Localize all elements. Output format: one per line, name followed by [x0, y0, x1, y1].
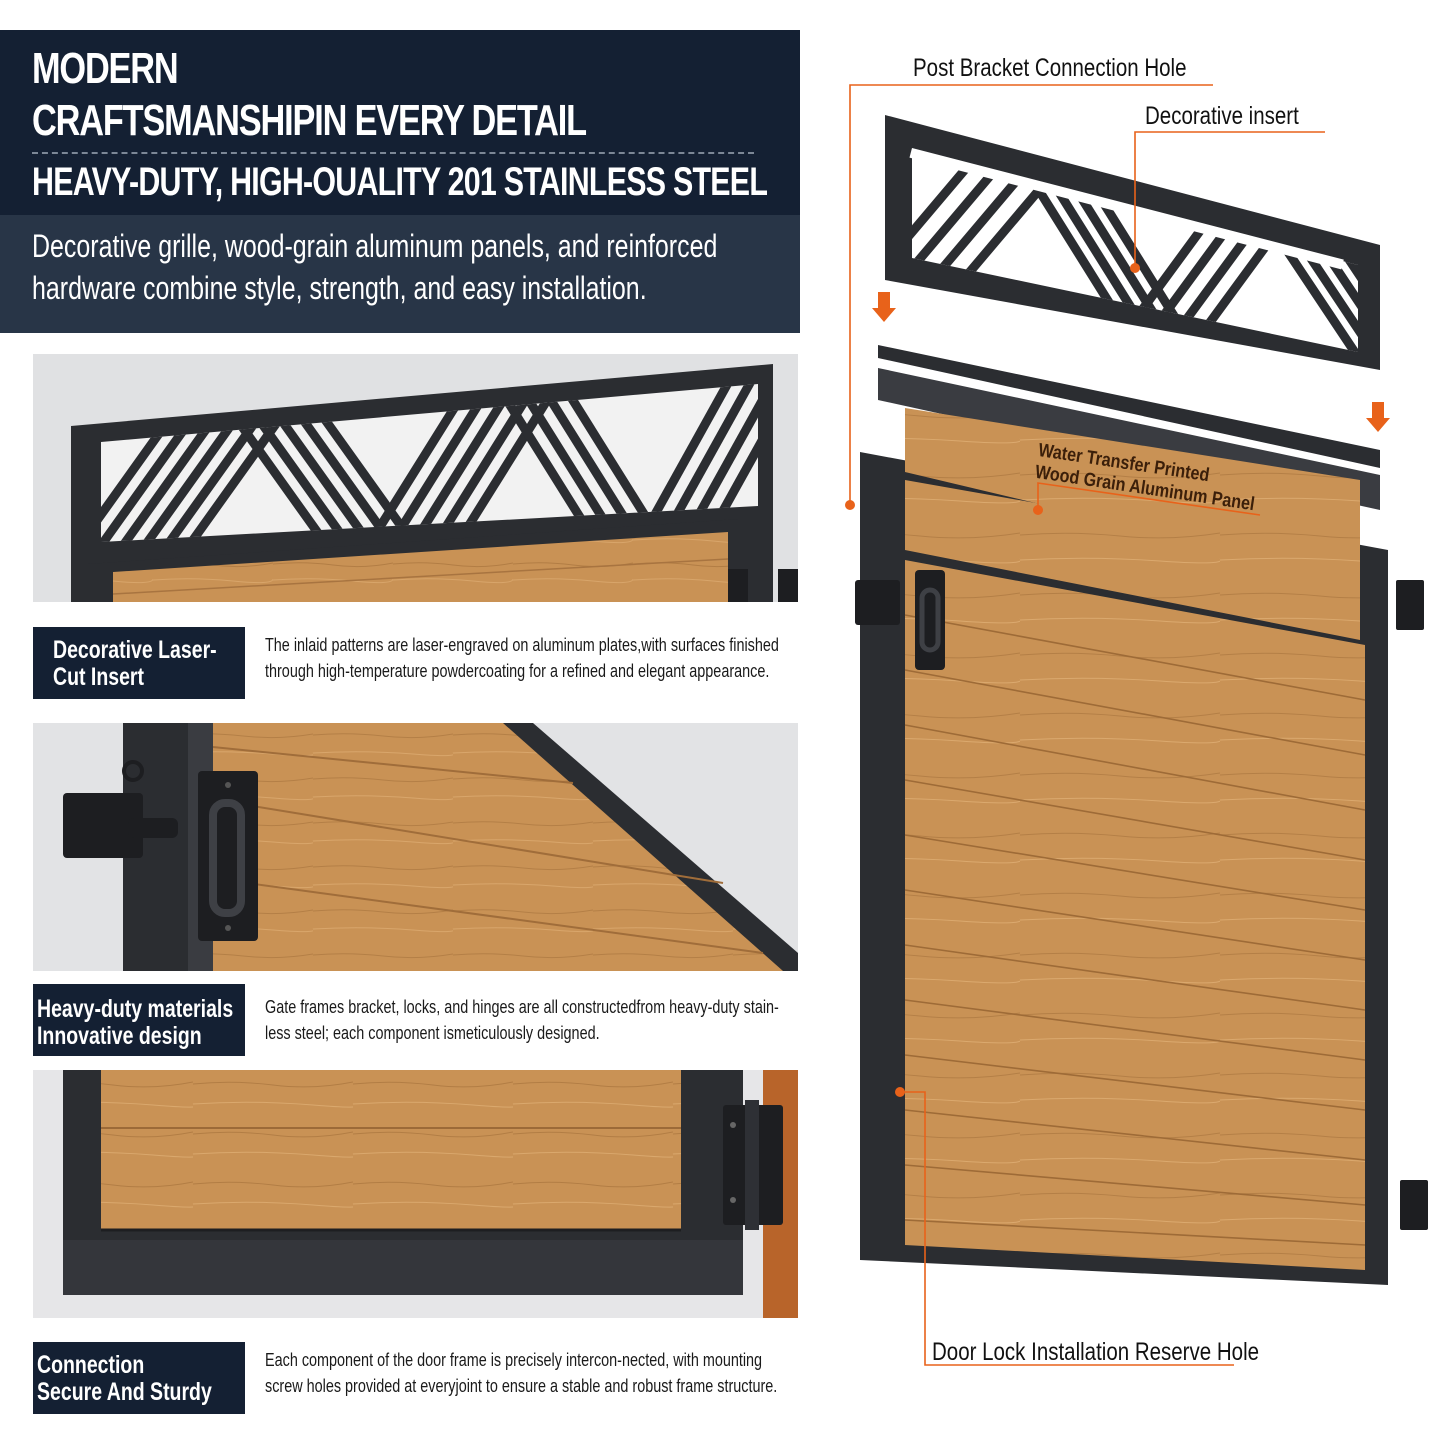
feature-label-line2: Innovative design [37, 1022, 202, 1050]
header-description-line2: hardware combine style, strength, and ea… [32, 270, 647, 306]
photo-lock-handle [33, 723, 798, 971]
feature-label-line1: Heavy-duty materials [37, 995, 234, 1023]
feature-description-line1: Each component of the door frame is prec… [265, 1350, 763, 1370]
callout-dot [1130, 263, 1140, 273]
feature-label-line2: Secure And Sturdy [37, 1378, 212, 1406]
callout-post-bracket: Post Bracket Connection Hole [913, 54, 1187, 82]
feature-description-line2: less steel; each component ismeticulousl… [265, 1023, 600, 1043]
callout-dot [845, 500, 855, 510]
top-bracket-rail [878, 345, 1380, 468]
feature-description-connection: Each component of the door frame is prec… [265, 1347, 777, 1399]
top-wood-panel [905, 408, 1360, 580]
feature-description-heavy-duty: Gate frames bracket, locks, and hinges a… [265, 994, 779, 1046]
header-description-band [0, 215, 800, 333]
feature-description-line2: through high-temperature powdercoating f… [265, 661, 770, 681]
hinge-icon [1400, 1180, 1428, 1230]
down-arrow-icon [1366, 402, 1390, 432]
callout-decorative-insert: Decorative insert [1145, 102, 1299, 130]
callout-dot [1033, 505, 1043, 515]
photo-frame-connection [33, 1070, 798, 1318]
feature-label-line1: Connection [37, 1351, 145, 1379]
main-wood-panel [905, 560, 1365, 1270]
feature-description-line1: The inlaid patterns are laser-engraved o… [265, 635, 779, 655]
header-divider [32, 152, 754, 154]
feature-description-line2: screw holes provided at everyjoint to en… [265, 1376, 778, 1396]
feature-label-line1: Decorative Laser- [53, 636, 217, 664]
panel-grooves [904, 614, 1366, 1246]
feature-label-heavy-duty: Heavy-duty materials Innovative design [33, 984, 245, 1056]
feature-label-laser-cut: Decorative Laser- Cut Insert [33, 627, 245, 699]
page-title-line2: CRAFTSMANSHIPIN EVERY DETAIL [32, 96, 587, 145]
feature-description-laser-cut: The inlaid patterns are laser-engraved o… [265, 632, 779, 684]
callout-leaders [849, 84, 1325, 1366]
gate-exploded-diagram [845, 84, 1428, 1366]
second-wood-panel [905, 480, 1360, 640]
decorative-insert-frame [885, 115, 1380, 370]
feature-label-connection: Connection Secure And Sturdy [33, 1342, 245, 1414]
photo-decorative-insert [33, 354, 798, 602]
material-subtitle: HEAVY-DUTY, HIGH-OUALITY 201 STAINLESS S… [32, 160, 768, 204]
callout-dot [895, 1087, 905, 1097]
down-arrow-icon [872, 292, 896, 322]
header-description-line1: Decorative grille, wood-grain aluminum p… [32, 228, 718, 264]
feature-description-line1: Gate frames bracket, locks, and hinges a… [265, 997, 779, 1017]
gate-latch-icon [855, 580, 900, 625]
hinge-icon [1396, 580, 1424, 630]
page-title-line1: MODERN [32, 44, 179, 93]
callout-door-lock-hole: Door Lock Installation Reserve Hole [932, 1338, 1260, 1366]
feature-label-line2: Cut Insert [53, 663, 145, 691]
